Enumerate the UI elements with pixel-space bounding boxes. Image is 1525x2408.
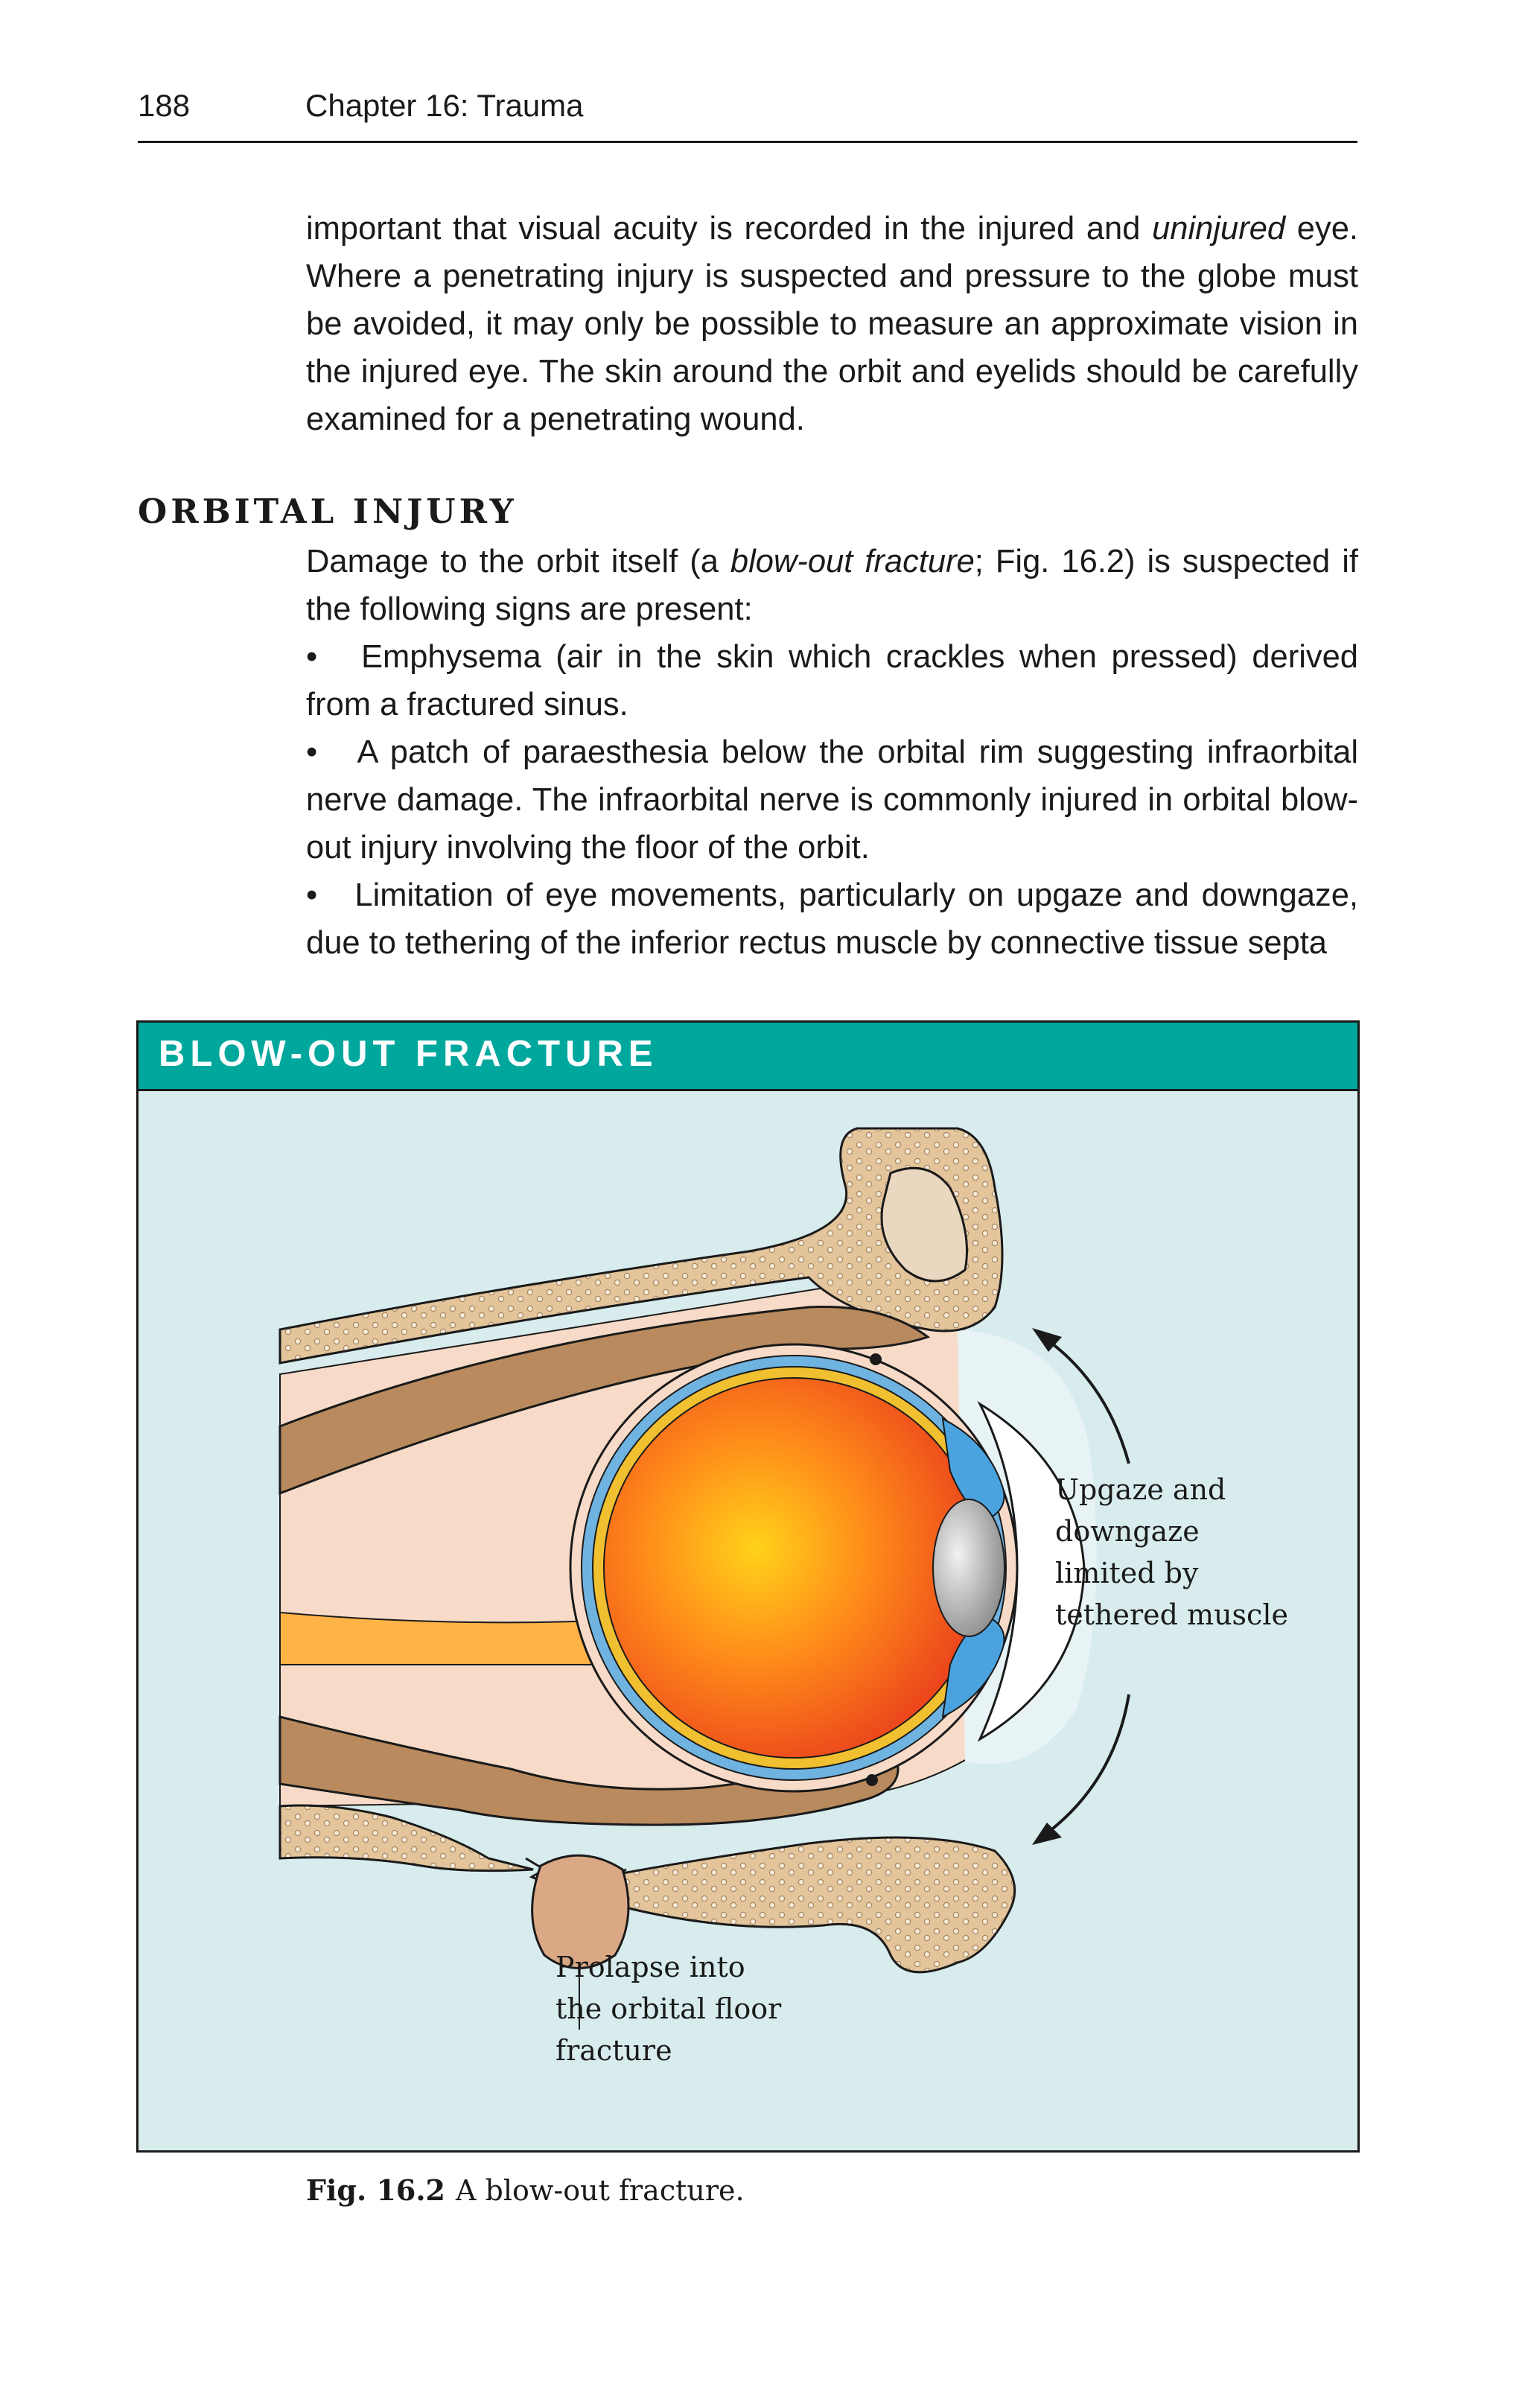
gaze-label-line: Upgaze and <box>1055 1473 1226 1506</box>
lens <box>932 1499 1005 1637</box>
intro-text: important that visual acuity is recorded… <box>306 205 1358 443</box>
chapter-title: Chapter 16: Trauma <box>305 88 584 123</box>
downgaze-arrowhead <box>1032 1823 1062 1845</box>
gaze-label-line: tethered muscle <box>1055 1598 1288 1631</box>
intro-text-start: important that visual acuity is recorded… <box>306 211 1153 247</box>
downgaze-arrow <box>1042 1694 1130 1837</box>
bullet-marker: • <box>306 734 318 770</box>
figure-title: BLOW-OUT FRACTURE <box>159 1034 658 1074</box>
section-heading: ORBITAL INJURY <box>138 492 518 531</box>
frontal-sinus <box>880 1166 968 1283</box>
inferior-tendon-insertion <box>866 1774 878 1786</box>
section-body: Damage to the orbit itself (a blow-out f… <box>306 538 1358 967</box>
gaze-limitation-label: Upgaze and downgaze limited by tethered … <box>1055 1469 1288 1636</box>
section-lead: Damage to the orbit itself (a blow-out f… <box>306 538 1358 633</box>
prolapse-label-line: fracture <box>555 2034 672 2067</box>
prolapse-label-line: Prolapse into <box>555 1951 745 1983</box>
caption-label: Fig. 16.2 <box>306 2173 445 2207</box>
vitreous-body <box>603 1377 984 1759</box>
gaze-label-line: limited by <box>1055 1557 1199 1589</box>
bullet-marker: • <box>306 877 318 913</box>
prolapse-label-line: the orbital floor <box>555 1992 782 2025</box>
bullet-text: A patch of paraesthesia below the orbita… <box>306 734 1358 865</box>
bullet-text: Emphysema (air in the skin which crackle… <box>306 639 1358 722</box>
inferior-rectus-muscle <box>278 1715 900 1826</box>
figure-panel: BLOW-OUT FRACTURE <box>136 1020 1360 2153</box>
gaze-label-line: downgaze <box>1055 1515 1200 1548</box>
intro-emphasis: uninjured <box>1152 211 1286 247</box>
list-item: • A patch of paraesthesia below the orbi… <box>306 728 1358 871</box>
lead-text-start: Damage to the orbit itself (a <box>306 544 730 579</box>
prolapsed-tissue <box>531 1854 630 1969</box>
bullet-marker: • <box>306 639 318 675</box>
figure-caption: Fig. 16.2 A blow-out fracture. <box>306 2173 745 2207</box>
intro-text-end: eye. Where a penetrating injury is suspe… <box>306 211 1358 437</box>
ciliary-body-lower <box>941 1615 1005 1718</box>
list-item: • Limitation of eye movements, particula… <box>306 871 1358 967</box>
lead-emphasis: blow-out fracture <box>730 544 975 579</box>
cornea <box>977 1400 1086 1742</box>
upgaze-arrowhead <box>1032 1328 1062 1352</box>
orbit-cross-section-illustration <box>278 1127 1130 2030</box>
lead-text-end: ; Fig. 16.2) is suspected if the followi… <box>306 544 1358 627</box>
intro-paragraph: important that visual acuity is recorded… <box>306 205 1358 443</box>
caption-text: A blow-out fracture. <box>456 2174 745 2207</box>
upgaze-arrow <box>1042 1335 1130 1464</box>
orbital-roof-bone <box>278 1127 1004 1365</box>
list-item: • Emphysema (air in the skin which crack… <box>306 633 1358 728</box>
prolapse-label: Prolapse into the orbital floor fracture <box>555 1946 781 2071</box>
figure-title-bar: BLOW-OUT FRACTURE <box>139 1023 1357 1091</box>
bullet-text: Limitation of eye movements, particularl… <box>306 877 1358 961</box>
page-number: 188 <box>138 88 191 123</box>
superior-tendon-insertion <box>870 1353 882 1365</box>
orbital-floor-bone-right <box>621 1836 1016 1974</box>
ciliary-body-upper <box>941 1417 1005 1521</box>
orbital-floor-bone-left <box>278 1804 534 1872</box>
header-rule <box>138 141 1357 143</box>
